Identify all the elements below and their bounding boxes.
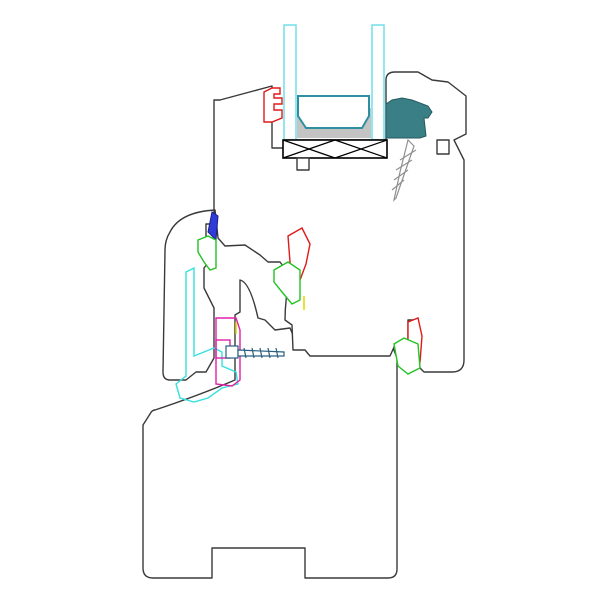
setting-block	[282, 139, 388, 171]
glass-pane-inner	[283, 24, 297, 141]
glazing-bead	[385, 97, 433, 139]
weather-seal-blue	[207, 211, 219, 242]
gasket-top-left	[263, 87, 283, 123]
gasket-green-upper	[197, 235, 217, 271]
hardware-screw-icon	[225, 345, 285, 359]
gasket-green-middle	[273, 261, 301, 305]
glass-spacer	[297, 95, 370, 129]
glass-pane-outer	[371, 24, 385, 141]
drip-profile	[175, 266, 239, 403]
hardware-profile	[215, 317, 241, 387]
gasket-green-right	[393, 337, 421, 375]
bead-clip	[436, 139, 450, 155]
glazing-screw-icon	[391, 138, 417, 202]
